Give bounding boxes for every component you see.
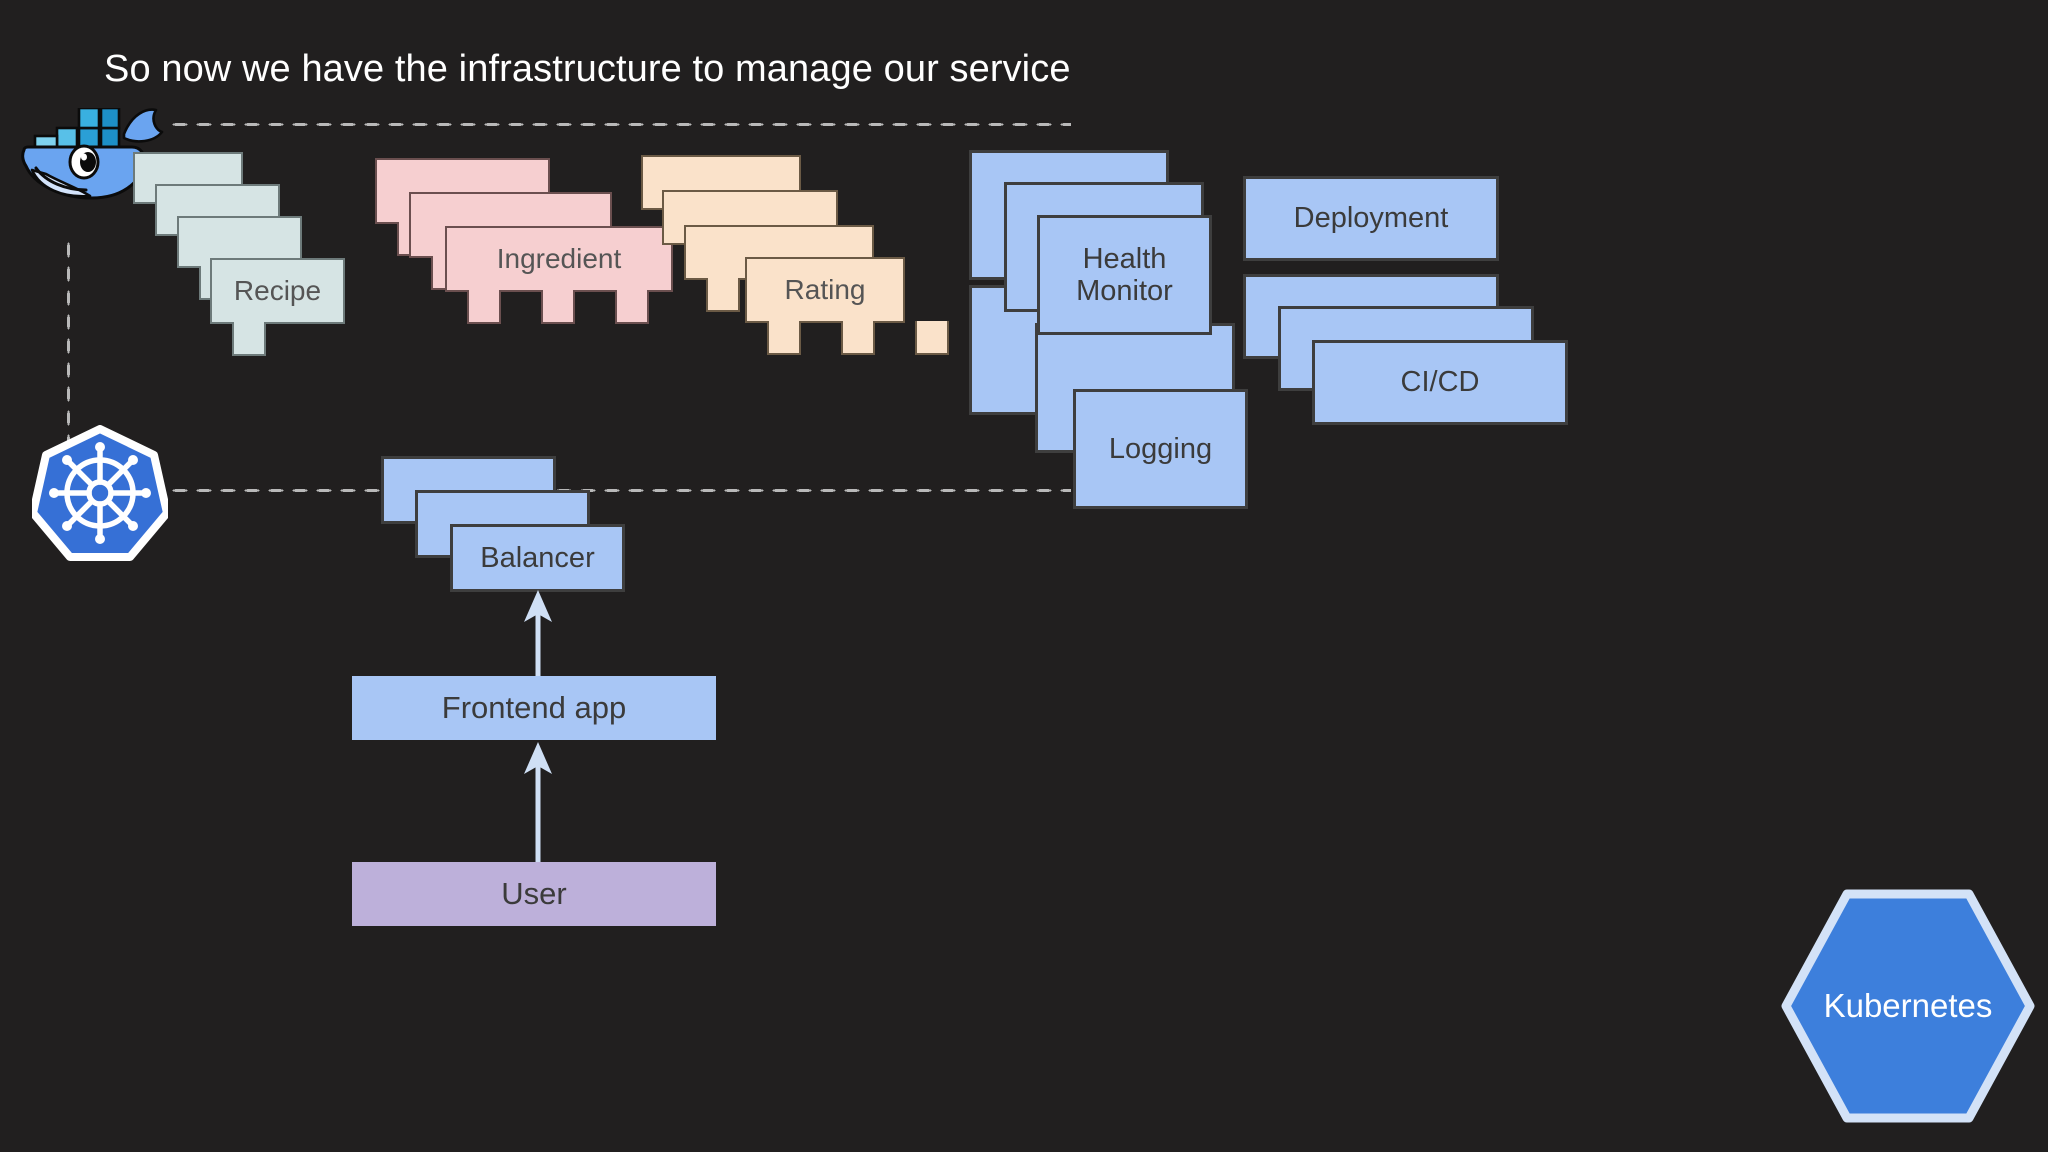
stack-label-ingredient: Ingredient	[445, 226, 673, 292]
component-tab-icon	[232, 322, 266, 356]
component-tab-icon	[706, 278, 740, 312]
stack-ingredient-front[interactable]: Ingredient	[445, 226, 673, 324]
box-frontend-app[interactable]: Frontend app	[352, 676, 716, 740]
health-monitor-line-1: Health	[1082, 242, 1167, 275]
kubernetes-hexagon[interactable]: Kubernetes	[1778, 888, 2038, 1124]
kubernetes-logo	[29, 425, 171, 561]
stack-label-rating: Rating	[745, 257, 905, 323]
stack-label-recipe: Recipe	[210, 258, 345, 324]
component-tab-icon	[467, 290, 501, 324]
arrow-frontend-to-balancer	[518, 586, 558, 676]
component-tab-icon	[915, 321, 949, 355]
stack-recipe-front[interactable]: Recipe	[210, 258, 345, 356]
arrow-user-to-frontend	[518, 738, 558, 868]
stack-logging-front[interactable]: Logging	[1073, 389, 1248, 509]
component-tab-icon	[767, 321, 801, 355]
stack-label-cicd: CI/CD	[1400, 366, 1480, 399]
box-user[interactable]: User	[352, 862, 716, 926]
stack-health-monitor-front[interactable]: Health Monitor	[1037, 215, 1212, 335]
stack-balancer-front[interactable]: Balancer	[450, 524, 625, 592]
box-label-frontend-app: Frontend app	[441, 689, 627, 725]
stack-label-balancer: Balancer	[480, 541, 595, 574]
component-tab-icon	[615, 290, 649, 324]
component-tab-icon	[841, 321, 875, 355]
stack-label-health-monitor: Health Monitor	[1076, 243, 1173, 308]
docker-logo	[20, 106, 180, 208]
docker-row-dotted-line	[168, 122, 1071, 127]
health-monitor-line-2: Monitor	[1076, 275, 1173, 307]
box-deployment[interactable]: Deployment	[1243, 176, 1499, 261]
stack-cicd-front[interactable]: CI/CD	[1312, 340, 1568, 425]
page-title: So now we have the infrastructure to man…	[104, 48, 1071, 90]
stack-label-logging: Logging	[1108, 432, 1213, 465]
component-tab-icon	[541, 290, 575, 324]
kubernetes-row-dotted-line	[168, 488, 1071, 493]
stack-rating-front[interactable]: Rating	[745, 257, 949, 355]
docker-to-kubernetes-dotted-line	[66, 238, 71, 478]
box-label-user: User	[501, 875, 567, 911]
box-label-deployment: Deployment	[1293, 202, 1449, 235]
